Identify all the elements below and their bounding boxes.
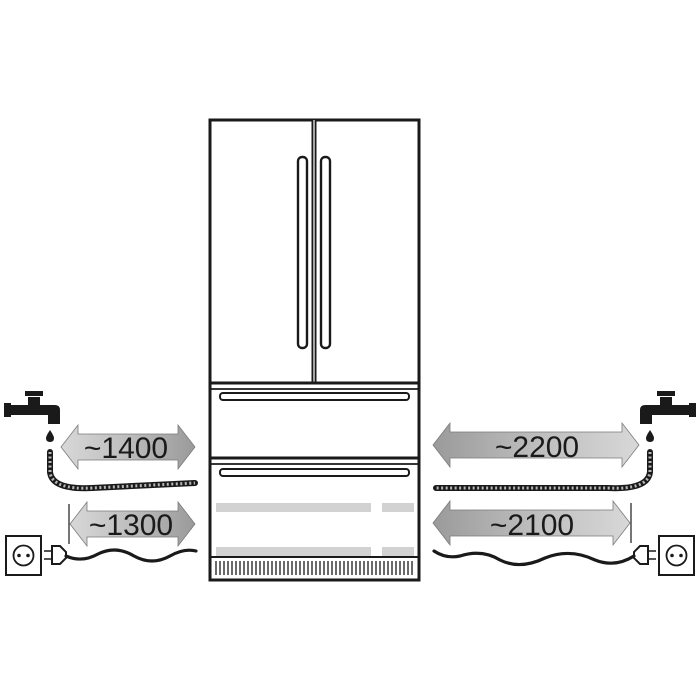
right-water-dimension: ~2200	[495, 431, 579, 464]
power-socket-icon	[5, 535, 42, 576]
power-plug-icon	[44, 545, 67, 565]
left-power-dimension: ~1300	[89, 509, 173, 542]
power-socket-icon	[658, 535, 695, 576]
left-water-dimension: ~1400	[84, 432, 168, 465]
left-power-arrow: ~1300	[68, 500, 196, 548]
power-plug-icon	[633, 545, 656, 565]
right-power-dimension: ~2100	[490, 509, 574, 542]
water-tap-icon	[4, 391, 60, 442]
power-cable-icon	[64, 548, 198, 563]
power-cable-icon	[432, 549, 636, 567]
water-tap-icon	[640, 391, 696, 442]
right-water-arrow: ~2200	[432, 421, 640, 469]
left-water-arrow: ~1400	[60, 423, 196, 471]
french-door-fridge-icon	[208, 118, 421, 582]
right-power-arrow: ~2100	[432, 499, 632, 547]
